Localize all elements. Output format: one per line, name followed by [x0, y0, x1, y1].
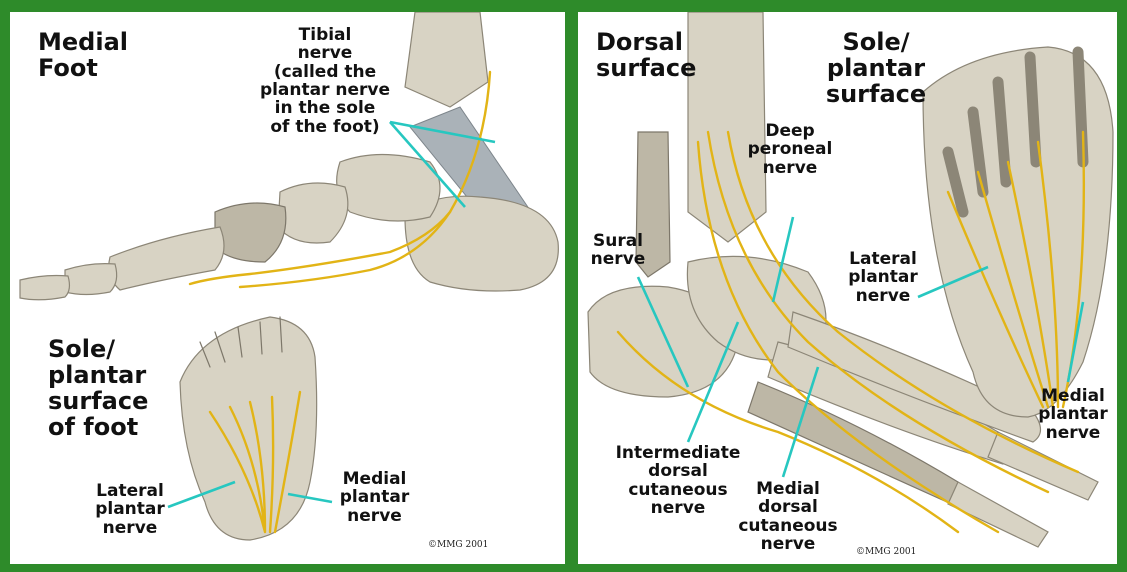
lateral-plantar-nerve-label: Lateral plantar nerve — [85, 482, 175, 537]
sural-nerve-label: Sural nerve — [588, 232, 648, 269]
medial-foot-title: Medial Foot — [38, 30, 128, 82]
navicular-bone — [278, 183, 348, 243]
deep-peroneal-nerve-label: Deep peroneal nerve — [740, 122, 840, 177]
toe-bone — [948, 482, 1048, 547]
lateral-plantar-nerve-label: Lateral plantar nerve — [843, 250, 923, 305]
distal-phalanx — [20, 276, 69, 300]
medial-plantar-nerve-label: Medial plantar nerve — [1033, 387, 1113, 442]
copyright-notice: ©MMG 2001 — [856, 547, 916, 557]
cuneiform-bone — [215, 203, 286, 262]
intermediate-dorsal-cutaneous-label: Intermediate dorsal cutaneous nerve — [608, 444, 748, 517]
medial-plantar-nerve-label: Medial plantar nerve — [332, 470, 417, 525]
sole-plantar-surface-title: Sole/ plantar surface — [816, 30, 936, 108]
sole-foot-outline — [180, 317, 317, 540]
copyright-notice: ©MMG 2001 — [428, 540, 488, 550]
tibial-nerve-label: Tibial nerve (called the plantar nerve i… — [250, 26, 400, 136]
dorsal-surface-title: Dorsal surface — [596, 30, 696, 82]
left-panel-medial-foot: Medial Foot Tibial nerve (called the pla… — [10, 12, 565, 564]
sole-plantar-title: Sole/ plantar surface of foot — [48, 337, 148, 441]
medial-dorsal-cutaneous-label: Medial dorsal cutaneous nerve — [738, 480, 838, 553]
tibia-bone — [405, 12, 488, 107]
right-panel-dorsal-plantar: Dorsal surface Sole/ plantar surface Dee… — [578, 12, 1117, 564]
proximal-phalanx — [65, 264, 117, 295]
talus-bone — [337, 155, 440, 222]
